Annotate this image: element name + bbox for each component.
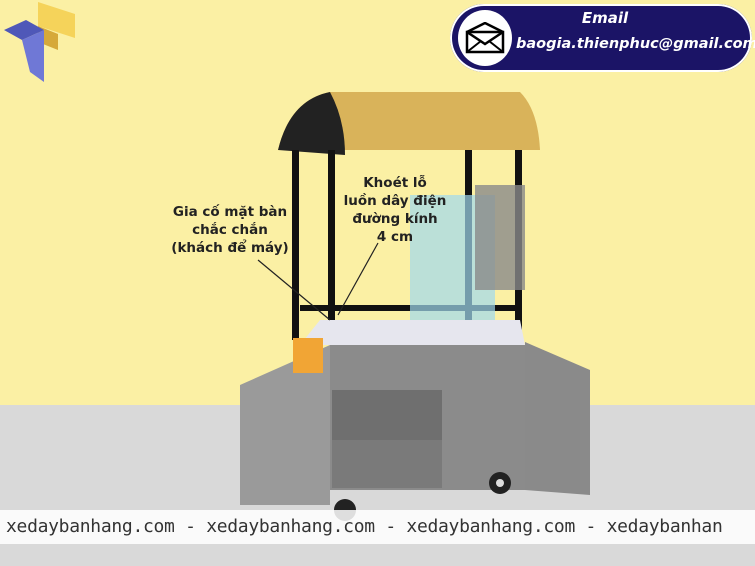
annotation-line: 4 cm <box>376 229 414 245</box>
annotation-line: Gia cố mặt bàn <box>172 204 288 220</box>
envelope-icon <box>458 10 512 66</box>
annotation-line: Khoét lỗ <box>363 175 427 191</box>
logo <box>4 2 75 82</box>
annotation-cable-hole: Khoét lỗ luồn dây điện đường kính 4 cm <box>335 174 455 246</box>
banner-text: xedaybanhang.com - xedaybanhang.com - xe… <box>6 516 723 537</box>
email-contact-badge[interactable]: Email baogia.thienphuc@gmail.com <box>450 4 755 72</box>
watermark-banner <box>0 510 755 544</box>
annotation-line: luồn dây điện <box>343 193 447 209</box>
annotation-line: đường kính <box>352 211 438 227</box>
annotation-line: chắc chắn <box>192 222 268 238</box>
annotation-tabletop: Gia cố mặt bàn chắc chắn (khách để máy) <box>160 203 300 257</box>
annotation-line: (khách để máy) <box>171 240 289 256</box>
email-address[interactable]: baogia.thienphuc@gmail.com <box>516 36 755 52</box>
email-title: Email <box>581 9 629 27</box>
